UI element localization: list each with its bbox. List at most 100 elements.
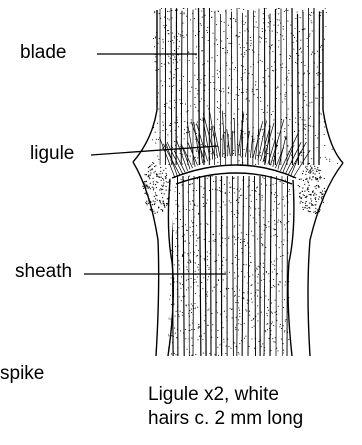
- sheath-stipple-dot: [271, 312, 272, 313]
- sheath-stipple-dot: [272, 264, 273, 265]
- blade-stipple-dot: [260, 41, 261, 42]
- sheath-stipple-dot: [173, 278, 174, 279]
- sheath-stipple-dot: [274, 220, 275, 221]
- sheath-stipple-dot: [182, 284, 183, 285]
- sheath-stipple-dot: [188, 287, 189, 288]
- auricle-stipple-dot: [304, 191, 305, 192]
- blade-vein: [298, 14, 299, 168]
- sheath-stipple-dot: [212, 290, 213, 291]
- sheath-stipple-dot: [288, 266, 289, 267]
- blade-stipple-dot: [231, 9, 232, 10]
- auricle-stipple-dot: [167, 182, 168, 183]
- blade-stipple-dot: [158, 92, 159, 93]
- blade-stipple-dot: [172, 86, 173, 87]
- blade-stipple-dot: [277, 133, 278, 134]
- blade-stipple-dot: [238, 95, 239, 96]
- blade-stipple-dot: [168, 41, 169, 42]
- sheath-stipple-dot: [217, 330, 218, 331]
- sheath-stipple-dot: [200, 256, 201, 257]
- sheath-stipple-dot: [200, 289, 201, 290]
- auricle-stipple-dot: [310, 170, 311, 171]
- auricle-stipple-dot: [155, 165, 156, 166]
- blade-stipple-dot: [327, 93, 328, 94]
- blade-stipple-dot: [272, 51, 273, 52]
- blade-stipple-dot: [334, 118, 335, 119]
- auricle-stipple-dot: [314, 193, 315, 194]
- sheath-stipple-dot: [243, 206, 244, 207]
- blade-stipple-dot: [195, 97, 196, 98]
- sheath-stipple-dot: [256, 222, 257, 223]
- blade-stipple-dot: [295, 62, 296, 63]
- blade-stipple-dot: [337, 109, 338, 110]
- blade-stipple-dot: [257, 27, 258, 28]
- blade-stipple-dot: [234, 99, 235, 100]
- blade-stipple-dot: [175, 133, 176, 134]
- blade-stipple-dot: [211, 57, 212, 58]
- blade-stipple-dot: [273, 160, 274, 161]
- sheath-stipple-dot: [209, 267, 210, 268]
- sheath-stipple-dot: [271, 303, 272, 304]
- auricle-stipple-dot: [309, 194, 310, 195]
- blade-stipple-dot: [231, 46, 232, 47]
- sheath-stipple-dot: [236, 286, 237, 287]
- blade-stipple-dot: [201, 144, 202, 145]
- sheath-stipple-dot: [251, 293, 252, 294]
- sheath-stipple-dot: [288, 281, 289, 282]
- auricle-stipple-dot: [320, 176, 321, 177]
- blade-stipple-dot: [320, 12, 321, 13]
- blade-stipple-dot: [265, 30, 266, 31]
- blade-stipple-dot: [301, 52, 302, 53]
- sheath-stipple-dot: [279, 291, 280, 292]
- sheath-stipple-dot: [240, 324, 241, 325]
- sheath-stipple-dot: [208, 308, 209, 309]
- ligule-hair: [159, 137, 175, 178]
- sheath-stipple-dot: [228, 236, 229, 237]
- blade-stipple-dot: [324, 91, 325, 92]
- sheath-stipple-dot: [266, 185, 267, 186]
- blade-stipple-dot: [228, 92, 229, 93]
- sheath-stipple-dot: [202, 288, 203, 289]
- sheath-stipple-dot: [227, 177, 228, 178]
- sheath-stipple-dot: [194, 204, 195, 205]
- sheath-stipple-dot: [273, 235, 274, 236]
- blade-stipple-dot: [152, 57, 153, 58]
- blade-stipple-dot: [205, 145, 206, 146]
- auricle-stipple-dot: [157, 200, 158, 201]
- sheath-stipple-dot: [209, 241, 210, 242]
- sheath-stipple-dot: [194, 303, 195, 304]
- blade-stipple-dot: [318, 112, 319, 113]
- sheath-stipple-dot: [197, 205, 198, 206]
- auricle-stipple-dot: [313, 173, 314, 174]
- blade-stipple-dot: [242, 21, 243, 22]
- sheath-stipple-dot: [194, 205, 195, 206]
- blade-stipple-dot: [314, 62, 315, 63]
- sheath-stipple-dot: [212, 234, 213, 235]
- blade-stipple-dot: [329, 128, 330, 129]
- sheath-stipple-dot: [180, 330, 181, 331]
- blade-stipple-dot: [293, 49, 294, 50]
- blade-stipple-dot: [318, 133, 319, 134]
- sheath-stipple-dot: [263, 267, 264, 268]
- blade-stipple-dot: [239, 8, 240, 9]
- sheath-stipple-dot: [200, 265, 201, 266]
- auricle-stipple-dot: [315, 173, 316, 174]
- sheath-stipple-dot: [284, 299, 285, 300]
- blade-stipple-dot: [303, 74, 304, 75]
- blade-stipple-dot: [170, 123, 171, 124]
- sheath-stipple-dot: [195, 308, 196, 309]
- sheath-stipple-dot: [258, 266, 259, 267]
- sheath-vein: [276, 176, 277, 358]
- blade-stipple-dot: [267, 68, 268, 69]
- sheath-stipple-dot: [185, 329, 186, 330]
- sheath-stipple-dot: [176, 232, 177, 233]
- sheath-stipple-dot: [207, 251, 208, 252]
- blade-stipple-dot: [152, 87, 153, 88]
- blade-stipple-dot: [246, 50, 247, 51]
- blade-stipple-dot: [258, 62, 259, 63]
- sheath-stipple-dot: [180, 311, 181, 312]
- sheath-stipple-dot: [223, 327, 224, 328]
- sheath-stipple-dot: [219, 190, 220, 191]
- sheath-stipple-dot: [168, 317, 169, 318]
- sheath-stipple-dot: [224, 184, 225, 185]
- sheath-stipple-dot: [205, 194, 206, 195]
